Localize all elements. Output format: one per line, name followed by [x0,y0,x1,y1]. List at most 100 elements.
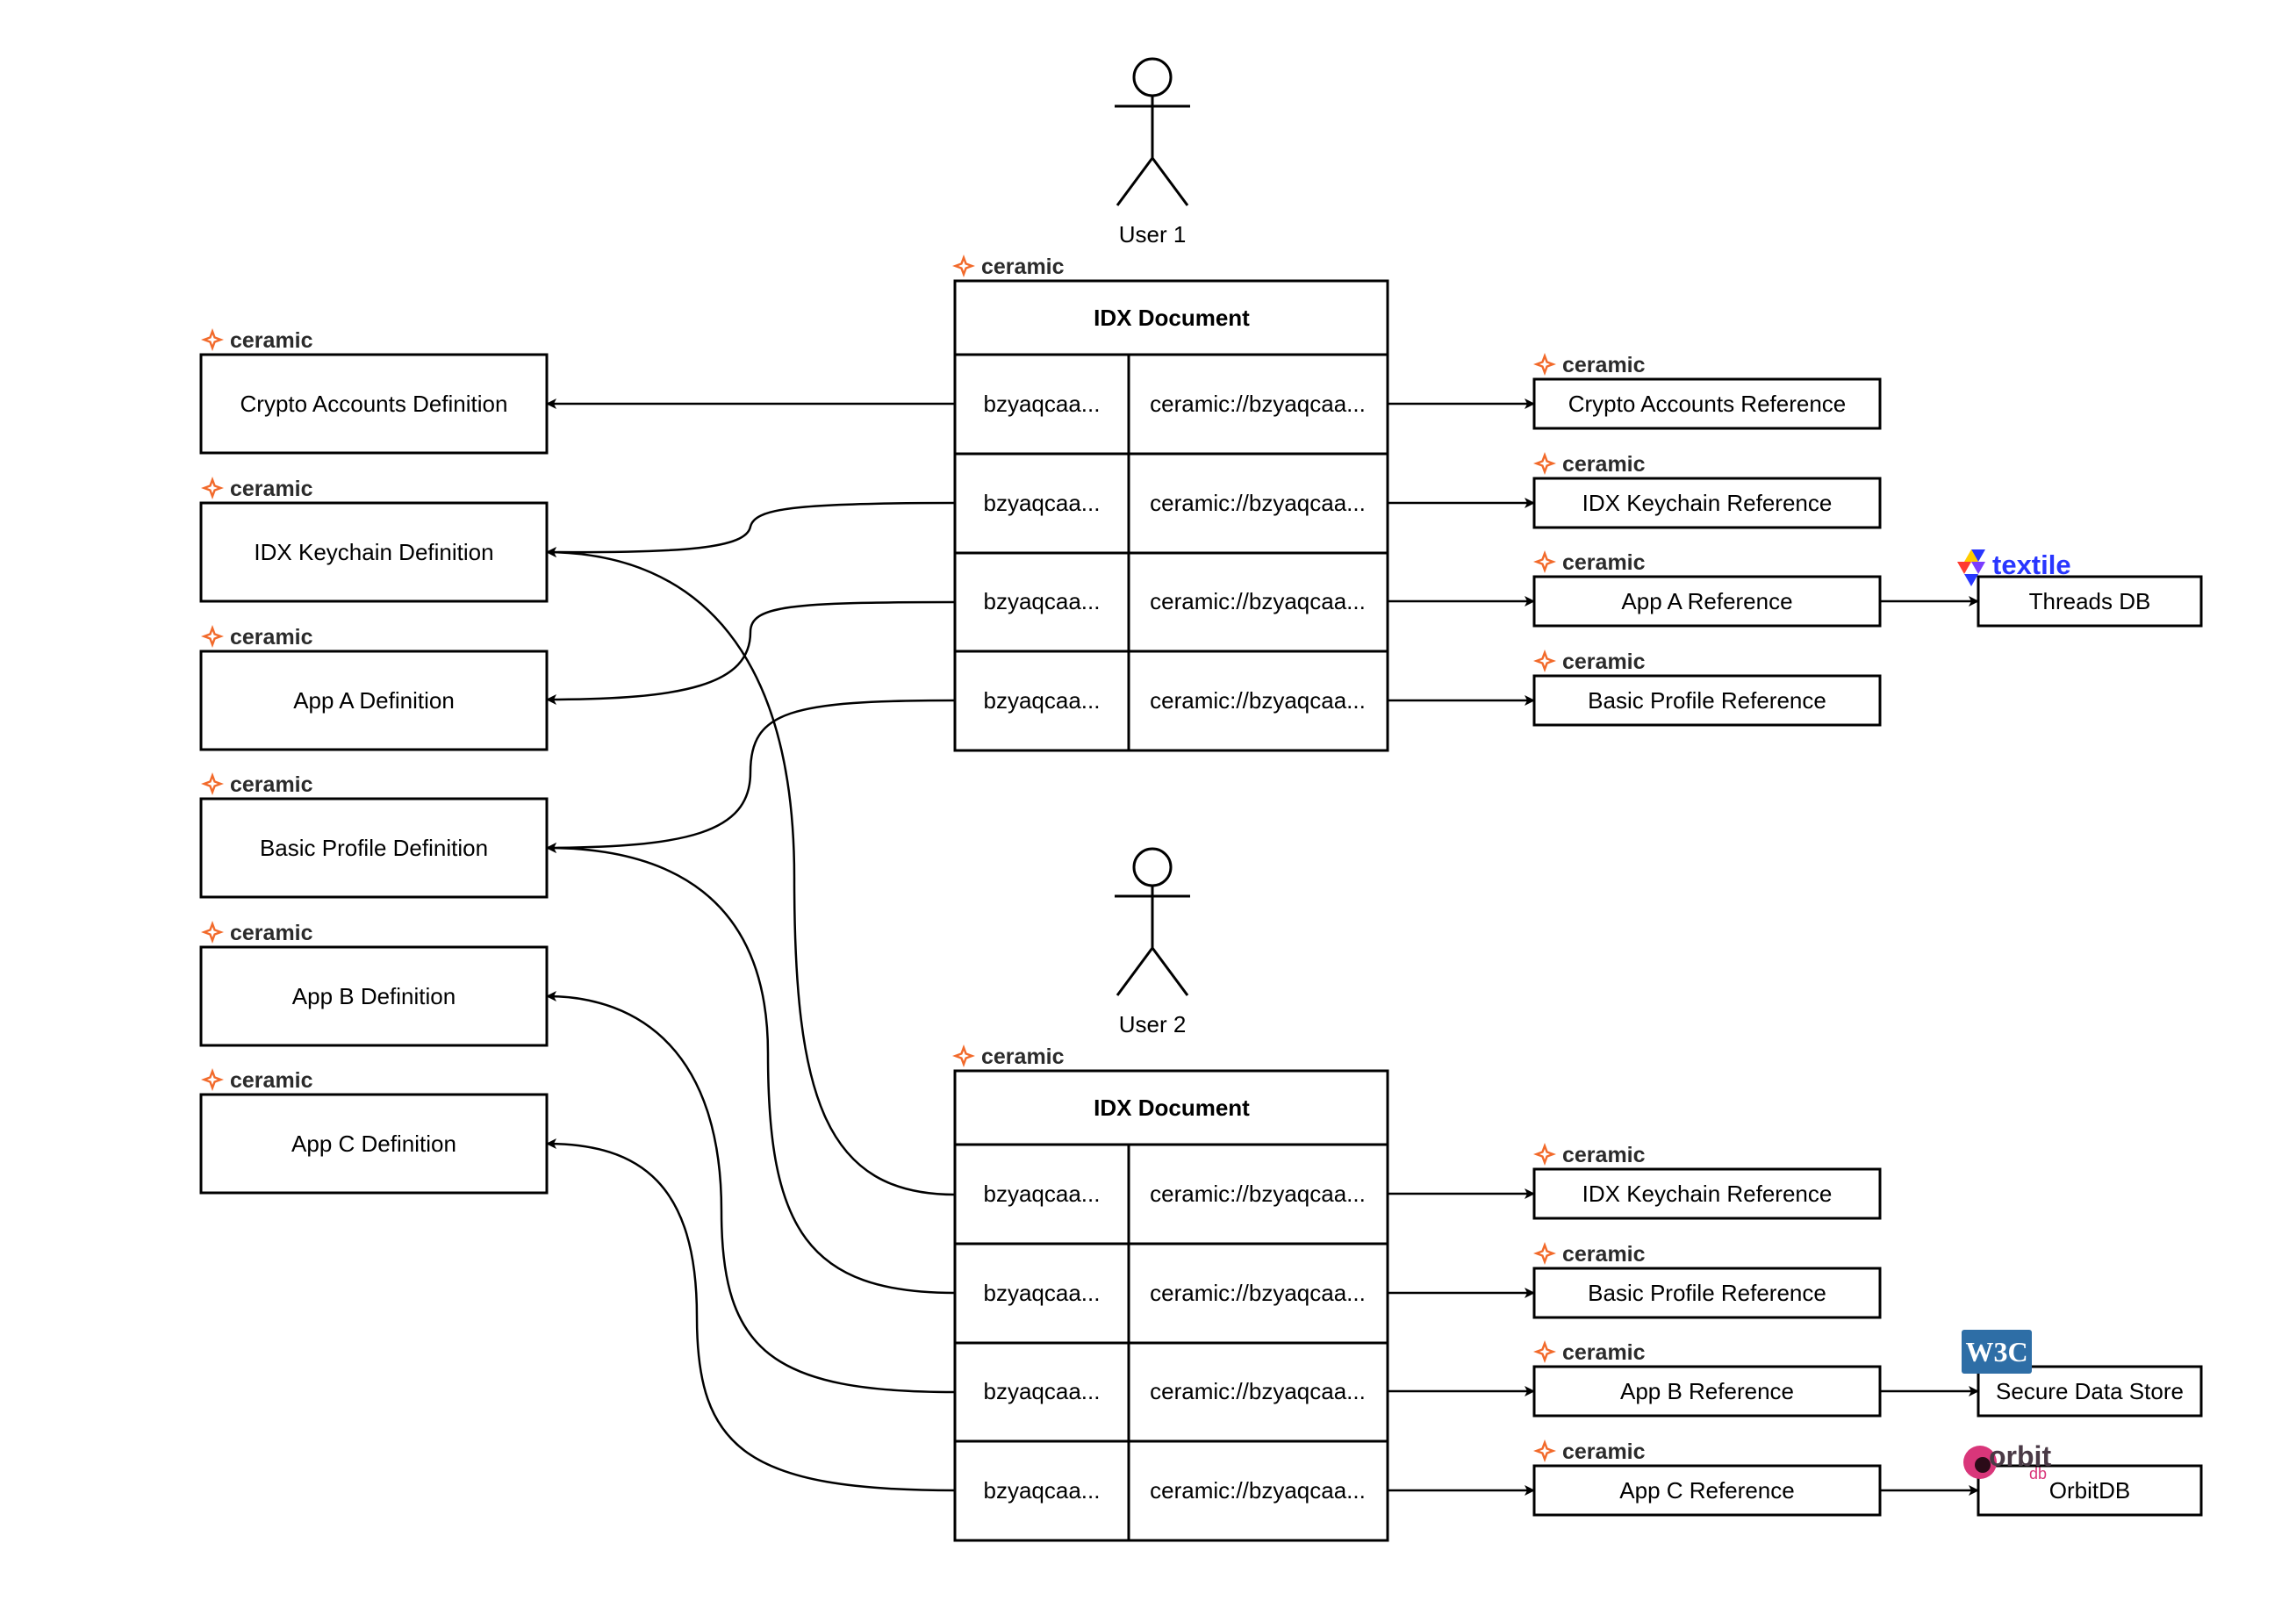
reference-app-c-u2 [1532,1464,1882,1517]
doc1-row1-id: bzyaqcaa... [984,391,1101,417]
ceramic-icon [1533,1340,1556,1363]
definition-basic-profile [199,797,549,899]
store-label: OrbitDB [2049,1477,2130,1504]
ceramic-icon [1533,353,1556,376]
doc1-row4-id: bzyaqcaa... [984,687,1101,714]
ceramic-brand-text: ceramic [1562,1340,1646,1365]
definition-label: Basic Profile Definition [260,835,488,861]
definition-label: IDX Keychain Definition [254,539,493,565]
ceramic-tag-def-4: ceramic [201,772,313,797]
doc1-row2-id: bzyaqcaa... [984,490,1101,516]
idx-document-user-1 [953,279,1389,752]
ceramic-tag-def-2: ceramic [201,477,313,501]
ceramic-tag-ref1-2: ceramic [1533,452,1646,477]
reference-label: Basic Profile Reference [1588,687,1826,714]
doc2-row1-id: bzyaqcaa... [984,1181,1101,1207]
definition-label: App B Definition [292,983,456,1009]
reference-app-a-u1 [1532,575,1882,628]
doc2-row4-id: bzyaqcaa... [984,1477,1101,1504]
ceramic-brand-text: ceramic [981,1044,1065,1069]
ceramic-icon [201,477,224,499]
definition-label: App C Definition [291,1131,456,1157]
store-secure-data-store [1977,1365,2203,1418]
reference-idx-keychain-u2 [1532,1167,1882,1220]
ceramic-icon [952,1044,975,1067]
ceramic-brand-text: ceramic [1562,452,1646,477]
actor-user-1 [1115,57,1190,206]
idx-document-user-2 [953,1069,1389,1542]
ceramic-icon [201,772,224,795]
ceramic-tag-idx-2: ceramic [952,1044,1065,1069]
ceramic-brand-text: ceramic [230,772,313,797]
textile-logo-text: textile [1992,549,2071,580]
doc1-row4-uri: ceramic://bzyaqcaa... [1150,687,1366,714]
doc2-row1-uri: ceramic://bzyaqcaa... [1150,1181,1366,1207]
store-label: Secure Data Store [1996,1378,2184,1404]
doc1-row1-uri: ceramic://bzyaqcaa... [1150,391,1366,417]
ceramic-tag-idx-1: ceramic [952,255,1065,279]
ceramic-icon [1533,650,1556,672]
textile-icon [1957,549,1985,586]
reference-label: IDX Keychain Reference [1582,1181,1833,1207]
ceramic-brand-text: ceramic [1562,1439,1646,1464]
ceramic-brand-text: ceramic [1562,650,1646,674]
ceramic-icon [201,625,224,648]
ceramic-tag-ref2-1: ceramic [1533,1143,1646,1167]
ceramic-icon [1533,1242,1556,1265]
ceramic-icon [952,255,975,277]
doc2-row2-id: bzyaqcaa... [984,1280,1101,1306]
doc1-row3-id: bzyaqcaa... [984,588,1101,614]
orbitdb-logo-sub: db [2029,1465,2047,1482]
ceramic-tag-def-3: ceramic [201,625,313,650]
ceramic-brand-text: ceramic [230,477,313,501]
reference-label: Basic Profile Reference [1588,1280,1826,1306]
reference-crypto-accounts-u1 [1532,377,1882,430]
ceramic-tag-ref2-2: ceramic [1533,1242,1646,1267]
definition-app-c [199,1093,549,1195]
store-threads-db [1977,575,2203,628]
ceramic-tag-ref2-3: ceramic [1533,1340,1646,1365]
ceramic-brand-text: ceramic [1562,550,1646,575]
textile-logo: textile [1957,549,2071,586]
definition-label: App A Definition [293,687,455,714]
ceramic-brand-text: ceramic [1562,1143,1646,1167]
user-1-label: User 1 [1119,221,1187,248]
ceramic-icon [201,328,224,351]
ceramic-tag-ref1-4: ceramic [1533,650,1646,674]
doc2-row3-id: bzyaqcaa... [984,1378,1101,1404]
ceramic-brand-text: ceramic [230,328,313,353]
orbitdb-logo-text: orbit [1989,1440,2051,1472]
link-app-a-def [546,600,956,705]
reference-label: Crypto Accounts Reference [1568,391,1847,417]
doc1-row3-uri: ceramic://bzyaqcaa... [1150,588,1366,614]
ceramic-tag-ref1-3: ceramic [1533,550,1646,575]
ceramic-tag-ref1-1: ceramic [1533,353,1646,377]
doc2-row3-uri: ceramic://bzyaqcaa... [1150,1378,1366,1404]
definition-app-b [199,945,549,1047]
link-basic-profile-def-u1 [546,699,956,853]
link-idx-keychain-def-u1 [546,501,956,558]
ceramic-brand-text: ceramic [1562,1242,1646,1267]
ceramic-icon [1533,1143,1556,1166]
ceramic-icon [1533,1439,1556,1462]
ceramic-brand-text: ceramic [981,255,1065,279]
idx-document-title: IDX Document [1094,1095,1250,1121]
w3c-logo: W3C [1962,1330,2032,1374]
ceramic-brand-text: ceramic [230,625,313,650]
ceramic-brand-text: ceramic [1562,353,1646,377]
reference-label: App B Reference [1620,1378,1794,1404]
ceramic-icon [201,1068,224,1091]
definition-crypto-accounts [199,353,549,455]
store-orbitdb [1977,1464,2203,1517]
ceramic-brand-text: ceramic [230,1068,313,1093]
ceramic-icon [201,921,224,944]
w3c-logo-text: W3C [1965,1336,2027,1368]
reference-label: IDX Keychain Reference [1582,490,1833,516]
orbitdb-logo: orbit db [1963,1440,2051,1482]
definition-label: Crypto Accounts Definition [240,391,508,417]
link-idx-keychain-def-u2 [546,547,956,1196]
ceramic-tag-def-5: ceramic [201,921,313,945]
reference-label: App C Reference [1619,1477,1794,1504]
user-2-label: User 2 [1119,1011,1187,1037]
ceramic-tag-ref2-4: ceramic [1533,1439,1646,1464]
